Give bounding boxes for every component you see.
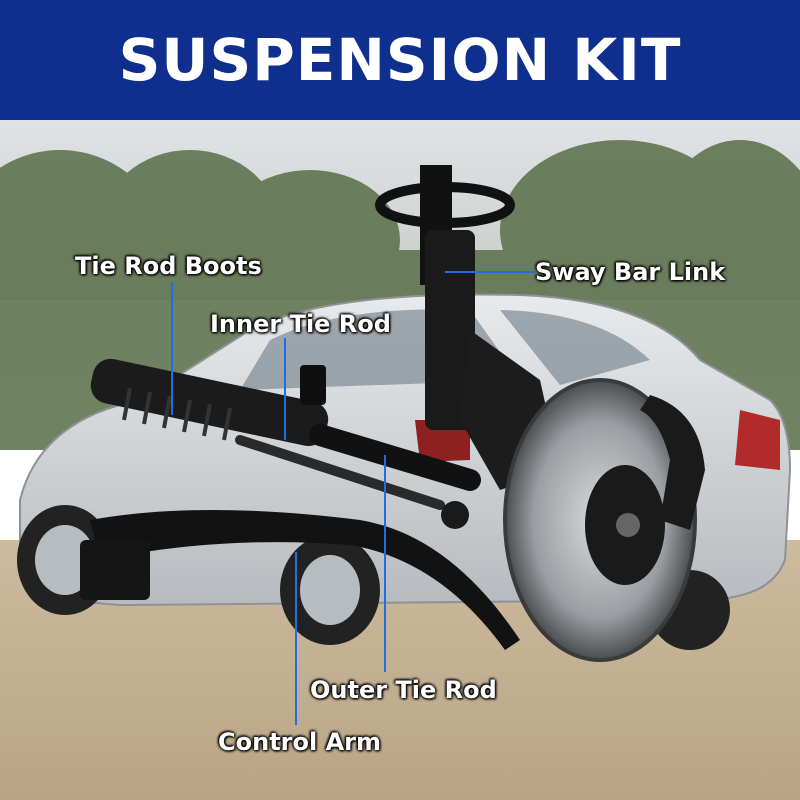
label-inner-tie-rod: Inner Tie Rod	[210, 310, 391, 338]
label-tie-rod-boots: Tie Rod Boots	[75, 252, 262, 280]
suspension-illustration	[0, 120, 800, 800]
leader-lines	[171, 271, 535, 725]
title-banner: SUSPENSION KIT	[0, 0, 800, 120]
page-title: SUSPENSION KIT	[118, 26, 682, 94]
suspension-assembly	[80, 165, 705, 662]
label-control-arm: Control Arm	[218, 728, 381, 756]
label-outer-tie-rod: Outer Tie Rod	[310, 676, 497, 704]
label-sway-bar-link: Sway Bar Link	[535, 258, 726, 286]
